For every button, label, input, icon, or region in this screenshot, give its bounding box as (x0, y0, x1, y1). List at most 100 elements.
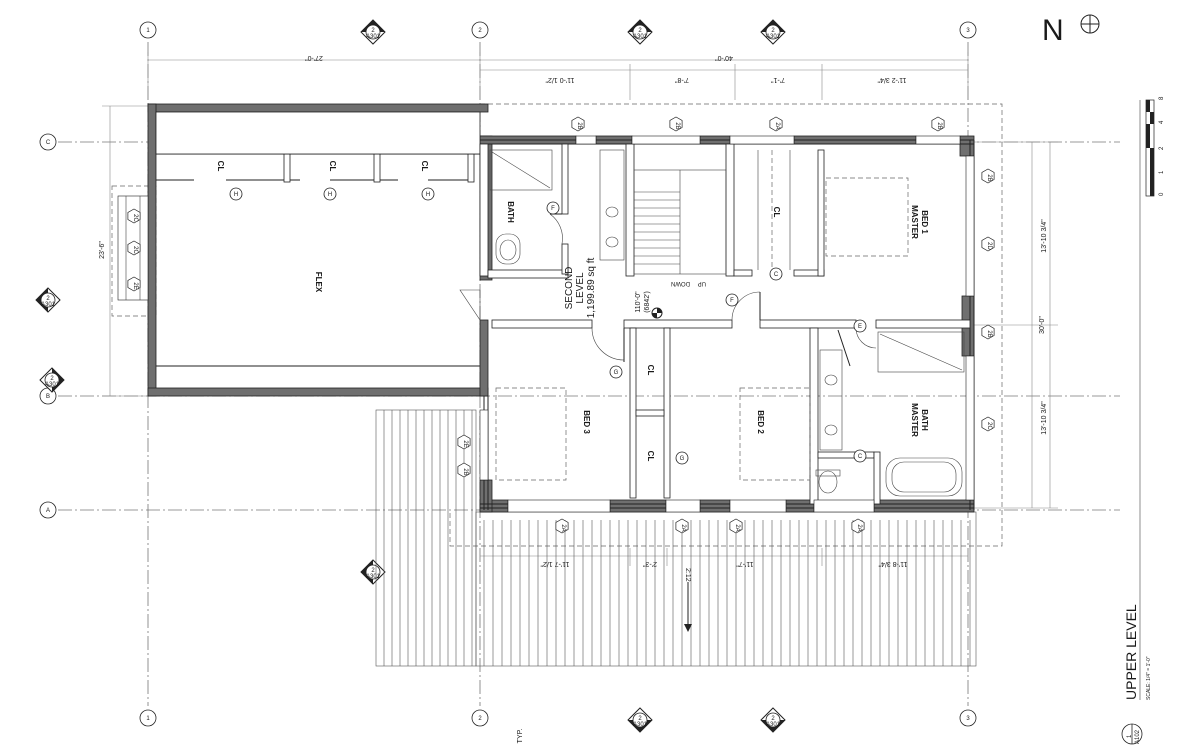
drawing-sheet: A102 (1135, 729, 1141, 744)
deck: 2:12 (375, 409, 977, 667)
room-label-cl-5: CL (646, 365, 655, 376)
dim-top-overall-1: 27'-0" (305, 54, 323, 61)
dim-bottom-seg-2: 2'-3" (643, 560, 657, 567)
dim-top-seg-3: 7'-1" (771, 76, 785, 83)
door-tag: C (853, 449, 867, 463)
window-tag: 2B (571, 116, 585, 132)
exterior-walls (147, 103, 975, 513)
svg-text:2: 2 (771, 716, 775, 722)
svg-text:H: H (234, 192, 238, 198)
svg-text:0: 0 (1159, 192, 1165, 196)
door-tag: C (769, 267, 783, 281)
door-tag: H (229, 187, 243, 201)
svg-text:2A: 2A (734, 524, 740, 531)
svg-text:2A: 2A (680, 524, 686, 531)
room-label-cl-1: CL (216, 161, 225, 172)
deck-slope-label: 2:12 (684, 568, 691, 582)
door-tag: E (853, 319, 867, 333)
dim-left: 23'-6" (99, 241, 106, 259)
grid-bubble-c: C (39, 133, 57, 151)
svg-text:2E: 2E (132, 282, 138, 289)
svg-text:2: 2 (46, 296, 50, 302)
title-block: 0 1 2 4 8 UPPER LEVEL SCALE: 1/4" = 1'-0… (1121, 96, 1165, 745)
window-tag: 2E (457, 434, 471, 450)
window-tag: 2A (851, 518, 865, 534)
svg-text:B: B (46, 394, 50, 400)
window-tags: 2B 2B 2A 2B 2B 2D 2B 2C 2C 2C 2E 2E 2B 2A 2A 2A 2A (127, 116, 995, 534)
window-tag: 2C (127, 208, 141, 224)
window-tag: 2B (981, 324, 995, 340)
window-tag: 2B (931, 116, 945, 132)
dim-right-lower: 13'-10 3/4" (1041, 401, 1048, 435)
room-label-bed2: BED 2 (756, 410, 765, 434)
svg-text:2C: 2C (132, 246, 138, 254)
svg-text:A301: A301 (41, 302, 56, 308)
svg-text:2: 2 (478, 28, 482, 34)
north-arrow-icon (1080, 14, 1100, 34)
svg-text:2: 2 (638, 28, 642, 34)
svg-text:F: F (551, 206, 555, 212)
drawing-title: UPPER LEVEL (1123, 604, 1139, 700)
dim-bottom-seg-1: 11'-7 1/2" (540, 560, 570, 567)
svg-text:2A: 2A (560, 524, 566, 531)
svg-text:2B: 2B (576, 122, 582, 129)
door-tag: F (725, 293, 739, 307)
room-label-flex: FLEX (314, 272, 323, 293)
svg-text:3: 3 (966, 716, 970, 722)
room-label-cl-2: CL (328, 161, 337, 172)
drawing-number: 1 (1127, 734, 1133, 738)
svg-text:2B: 2B (936, 122, 942, 129)
svg-text:2B: 2B (986, 330, 992, 337)
svg-text:H: H (426, 192, 430, 198)
svg-text:2: 2 (638, 716, 642, 722)
svg-text:2C: 2C (986, 422, 992, 430)
svg-text:A301: A301 (633, 34, 648, 40)
svg-text:G: G (680, 456, 685, 462)
north-label: N (1042, 14, 1064, 47)
drawing-scale: SCALE: 1/4" = 1'-0" (1146, 656, 1152, 700)
svg-text:2: 2 (371, 568, 375, 574)
room-label-bed3: BED 3 (582, 410, 591, 434)
svg-text:H: H (328, 192, 332, 198)
elevation-label: 110'-0"(6842') (635, 291, 651, 313)
grid-bubble-2-top: 2 (471, 21, 489, 39)
window-tag: 2D (981, 236, 995, 252)
window-tag: 2A (769, 116, 783, 132)
dim-top-seg-1: 11'-0 1/2" (545, 76, 575, 83)
elevation-marker (651, 307, 663, 319)
svg-text:A301: A301 (633, 722, 648, 728)
grid-bubble-2-bottom: 2 (471, 709, 489, 727)
svg-text:A301: A301 (366, 574, 381, 580)
svg-text:2B: 2B (674, 122, 680, 129)
window-tag: 2C (981, 416, 995, 432)
stair-down-label: DOWN (671, 280, 690, 286)
svg-text:4: 4 (1159, 120, 1165, 124)
grid-bubble-1-bottom: 1 (139, 709, 157, 727)
svg-text:2C: 2C (132, 214, 138, 222)
svg-text:C: C (46, 140, 51, 146)
svg-text:G: G (614, 370, 619, 376)
svg-text:E: E (858, 324, 862, 330)
dim-bottom-seg-4: 11'-8 3/4" (878, 560, 908, 567)
door-tag: G (675, 451, 689, 465)
level-area-label: SECONDLEVEL1,199.89 sq ft (564, 257, 597, 318)
window-tag: 2A (729, 518, 743, 534)
dim-top-seg-2: 7'-8" (675, 76, 689, 83)
svg-text:A301: A301 (766, 34, 781, 40)
window-tag: 2B (981, 168, 995, 184)
wall-lines (155, 111, 975, 510)
room-label-bath: BATH (506, 201, 515, 223)
window-tag: 2C (127, 240, 141, 256)
svg-text:2B: 2B (462, 468, 468, 475)
grid-bubble-3-bottom: 3 (959, 709, 977, 727)
window-tag: 2B (457, 462, 471, 478)
room-label-cl-6: CL (646, 451, 655, 462)
svg-text:2B: 2B (986, 174, 992, 181)
dimension-lines: 27'-0" 40'-0" 11'-0 1/2" 7'-8" 7'-1" 11'… (99, 52, 1058, 567)
